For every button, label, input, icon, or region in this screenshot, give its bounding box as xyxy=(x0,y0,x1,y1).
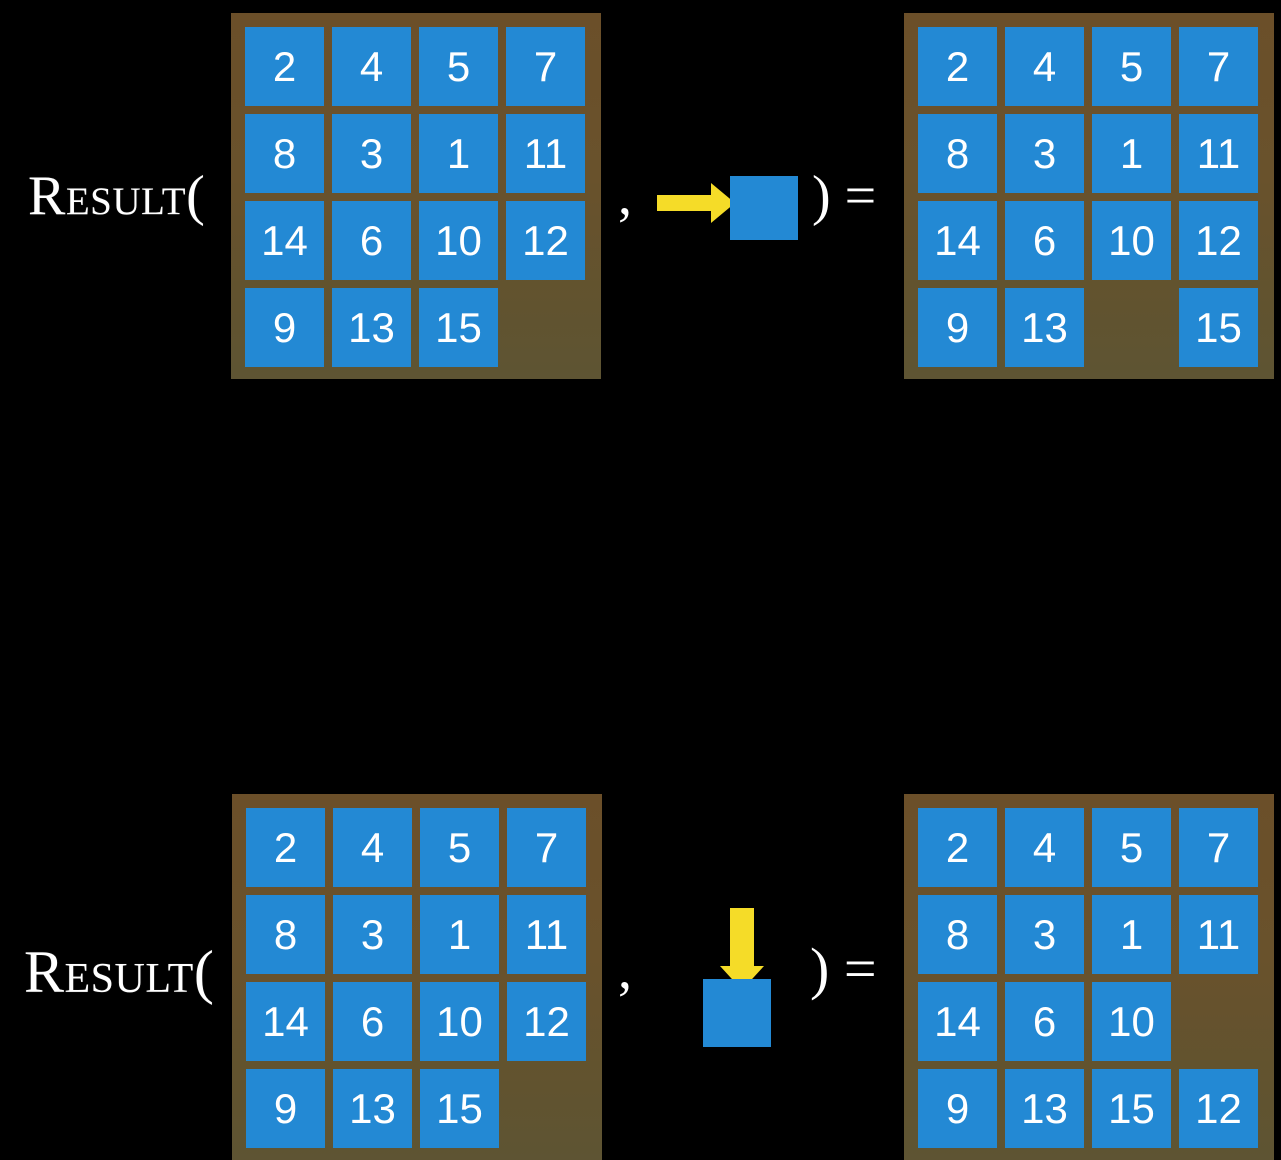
puzzle-tile[interactable]: 6 xyxy=(1005,982,1084,1061)
puzzle-tile[interactable]: 11 xyxy=(1179,114,1258,193)
puzzle-blank-cell xyxy=(507,1069,586,1148)
puzzle-blank-cell xyxy=(1092,288,1171,367)
puzzle-tile[interactable]: 4 xyxy=(333,808,412,887)
puzzle-tile[interactable]: 7 xyxy=(1179,27,1258,106)
result-label-top: Result( xyxy=(28,165,206,227)
puzzle-tile[interactable]: 2 xyxy=(918,808,997,887)
puzzle-tile[interactable]: 2 xyxy=(918,27,997,106)
puzzle-tile[interactable]: 14 xyxy=(918,982,997,1061)
move-operand-tile-top[interactable] xyxy=(730,176,798,240)
closing-paren-equals-bottom: ) = xyxy=(810,936,877,1001)
puzzle-tile[interactable]: 7 xyxy=(507,808,586,887)
puzzle-tile[interactable]: 9 xyxy=(918,1069,997,1148)
puzzle-tile[interactable]: 7 xyxy=(506,27,585,106)
puzzle-tile[interactable]: 4 xyxy=(1005,808,1084,887)
puzzle-tile[interactable]: 14 xyxy=(245,201,324,280)
puzzle-tile[interactable]: 8 xyxy=(245,114,324,193)
puzzle-tile[interactable]: 10 xyxy=(1092,201,1171,280)
puzzle-tile[interactable]: 11 xyxy=(506,114,585,193)
puzzle-tile[interactable]: 6 xyxy=(333,982,412,1061)
puzzle-tile[interactable]: 11 xyxy=(1179,895,1258,974)
puzzle-tile[interactable]: 2 xyxy=(246,808,325,887)
puzzle-tile[interactable]: 1 xyxy=(419,114,498,193)
arrow-shaft xyxy=(657,195,712,211)
puzzle-tile[interactable]: 3 xyxy=(333,895,412,974)
closing-paren-equals-top: ) = xyxy=(812,165,877,227)
puzzle-tile[interactable]: 7 xyxy=(1179,808,1258,887)
puzzle-tile[interactable]: 10 xyxy=(1092,982,1171,1061)
puzzle-tile[interactable]: 15 xyxy=(419,288,498,367)
puzzle-tile[interactable]: 3 xyxy=(332,114,411,193)
puzzle-tile[interactable]: 15 xyxy=(420,1069,499,1148)
puzzle-blank-cell xyxy=(1179,982,1258,1061)
argument-separator-comma-bottom: , xyxy=(618,939,632,1001)
puzzle-tile[interactable]: 1 xyxy=(1092,895,1171,974)
puzzle-tile[interactable]: 13 xyxy=(1005,1069,1084,1148)
puzzle-tile[interactable]: 3 xyxy=(1005,895,1084,974)
puzzle-tile[interactable]: 5 xyxy=(419,27,498,106)
puzzle-tile[interactable]: 6 xyxy=(1005,201,1084,280)
puzzle-tile[interactable]: 9 xyxy=(246,1069,325,1148)
arrow-down-icon xyxy=(710,908,774,990)
puzzle-tile[interactable]: 14 xyxy=(918,201,997,280)
puzzle-tile[interactable]: 12 xyxy=(1179,201,1258,280)
puzzle-tile[interactable]: 13 xyxy=(333,1069,412,1148)
puzzle-tile[interactable]: 10 xyxy=(419,201,498,280)
puzzle-tile[interactable]: 2 xyxy=(245,27,324,106)
move-operand-tile-bottom[interactable] xyxy=(703,979,771,1047)
puzzle-tile[interactable]: 1 xyxy=(1092,114,1171,193)
puzzle-tile[interactable]: 5 xyxy=(420,808,499,887)
puzzle-tile[interactable]: 14 xyxy=(246,982,325,1061)
puzzle-tile[interactable]: 13 xyxy=(1005,288,1084,367)
puzzle-tile[interactable]: 11 xyxy=(507,895,586,974)
puzzle-tile[interactable]: 5 xyxy=(1092,808,1171,887)
puzzle-tile[interactable]: 6 xyxy=(332,201,411,280)
result-label-bottom: Result( xyxy=(24,939,215,1005)
puzzle-tile[interactable]: 8 xyxy=(246,895,325,974)
puzzle-tile[interactable]: 15 xyxy=(1179,288,1258,367)
puzzle-tile[interactable]: 15 xyxy=(1092,1069,1171,1148)
puzzle-tile[interactable]: 5 xyxy=(1092,27,1171,106)
puzzle-tile[interactable]: 8 xyxy=(918,114,997,193)
puzzle-tile[interactable]: 3 xyxy=(1005,114,1084,193)
puzzle-tile[interactable]: 8 xyxy=(918,895,997,974)
arrow-right-icon xyxy=(657,183,735,223)
puzzle-tile[interactable]: 12 xyxy=(507,982,586,1061)
puzzle-tile[interactable]: 9 xyxy=(245,288,324,367)
puzzle-tile[interactable]: 1 xyxy=(420,895,499,974)
argument-separator-comma-top: , xyxy=(618,165,632,227)
puzzle-tile[interactable]: 4 xyxy=(332,27,411,106)
puzzle-tile[interactable]: 12 xyxy=(1179,1069,1258,1148)
puzzle-blank-cell xyxy=(506,288,585,367)
puzzle-tile[interactable]: 10 xyxy=(420,982,499,1061)
puzzle-tile[interactable]: 9 xyxy=(918,288,997,367)
puzzle-tile[interactable]: 4 xyxy=(1005,27,1084,106)
arrow-shaft xyxy=(730,908,754,968)
puzzle-tile[interactable]: 13 xyxy=(332,288,411,367)
puzzle-tile[interactable]: 12 xyxy=(506,201,585,280)
